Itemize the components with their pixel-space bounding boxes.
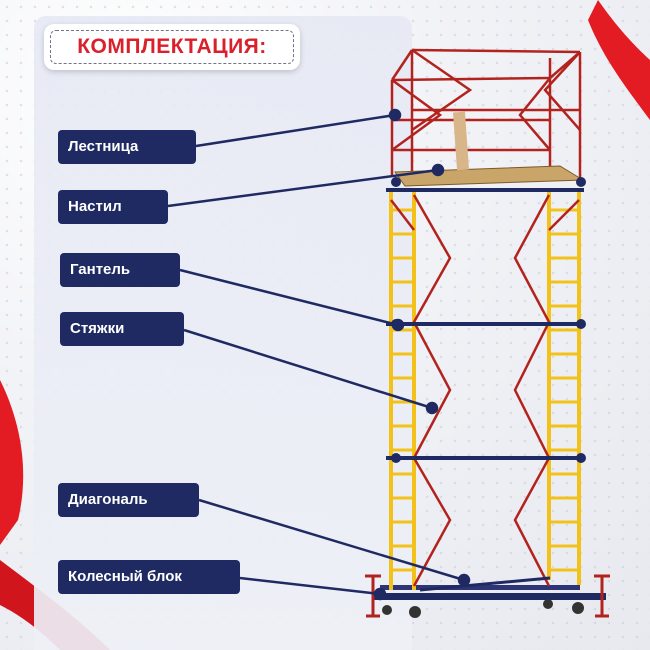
page-title: КОМПЛЕКТАЦИЯ: (77, 35, 267, 58)
title-card (44, 24, 300, 70)
base-beam (372, 593, 606, 600)
label-ladder: Лестница (58, 130, 196, 164)
label-dumbbell: Гантель (60, 253, 180, 287)
callout-lines (167, 108, 471, 601)
label-diagonal: Диагональ (58, 483, 199, 517)
label-ties: Стяжки (60, 312, 184, 346)
wheel-icons (382, 599, 584, 618)
label-wheel-block: Колесный блок (58, 560, 240, 594)
label-deck: Настил (58, 190, 168, 224)
